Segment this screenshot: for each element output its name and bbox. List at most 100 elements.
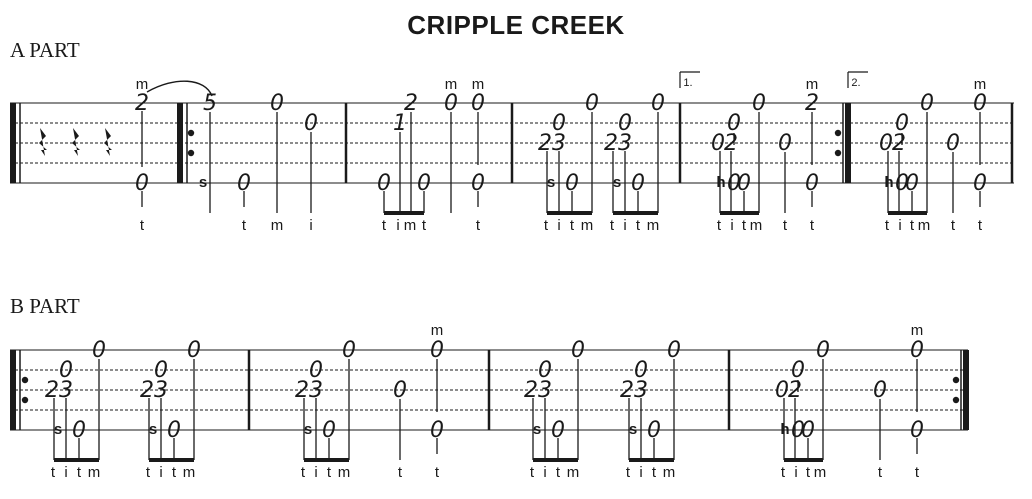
picking-finger: m bbox=[750, 217, 763, 234]
fret-number: 0 bbox=[444, 91, 458, 116]
fret-number: 0 bbox=[631, 171, 645, 196]
picking-finger: t bbox=[476, 217, 481, 234]
fret-number: 0 bbox=[270, 91, 284, 116]
fret-number: 0 bbox=[727, 171, 741, 196]
fret-number: 2 bbox=[805, 91, 819, 116]
picking-finger: t bbox=[140, 217, 145, 234]
fret-number: 0 bbox=[873, 378, 887, 403]
picking-finger: t bbox=[626, 464, 631, 481]
picking-finger: m bbox=[918, 217, 931, 234]
picking-finger: t bbox=[530, 464, 535, 481]
repeat-start-thick bbox=[10, 350, 16, 430]
fret-number: 0 bbox=[304, 111, 318, 136]
repeat-dot bbox=[187, 129, 195, 137]
fret-number: 0 bbox=[920, 91, 934, 116]
fret-number: 2 bbox=[295, 378, 309, 403]
picking-finger: t bbox=[556, 464, 561, 481]
fret-number: 3 bbox=[309, 378, 323, 403]
tie bbox=[146, 80, 213, 97]
fret-number: 0 bbox=[816, 338, 830, 363]
picking-finger: m bbox=[814, 464, 827, 481]
picking-finger: m bbox=[581, 217, 594, 234]
fret-number: 0 bbox=[187, 338, 201, 363]
fret-number: 0 bbox=[775, 378, 789, 403]
fret-number: 0 bbox=[910, 418, 924, 443]
fret-number: 0 bbox=[801, 418, 815, 443]
beam bbox=[784, 458, 823, 462]
fret-number: 3 bbox=[552, 131, 566, 156]
fret-number: 0 bbox=[377, 171, 391, 196]
picking-finger: m bbox=[567, 464, 580, 481]
technique-marker: s bbox=[149, 421, 157, 438]
picking-finger: i bbox=[396, 217, 399, 234]
fret-number: 5 bbox=[203, 91, 217, 116]
fret-number: 0 bbox=[737, 171, 751, 196]
technique-marker: h bbox=[716, 174, 725, 191]
repeat-end-thick bbox=[963, 350, 969, 430]
picking-finger: t bbox=[636, 217, 641, 234]
beam bbox=[547, 211, 592, 215]
picking-finger: t bbox=[301, 464, 306, 481]
fret-number: 0 bbox=[571, 338, 585, 363]
fretting-finger: m bbox=[431, 322, 444, 339]
fret-number: 0 bbox=[791, 358, 805, 383]
picking-finger: t bbox=[544, 217, 549, 234]
fret-number: 0 bbox=[154, 358, 168, 383]
fret-number: 0 bbox=[651, 91, 665, 116]
picking-finger: i bbox=[898, 217, 901, 234]
ending-number: 1. bbox=[683, 77, 692, 89]
fret-number: 0 bbox=[393, 378, 407, 403]
fret-number: 0 bbox=[791, 418, 805, 443]
fret-number: 0 bbox=[237, 171, 251, 196]
fret-number: 0 bbox=[618, 111, 632, 136]
fretting-finger: m bbox=[806, 76, 819, 93]
fret-number: 2 bbox=[604, 131, 618, 156]
picking-finger: t bbox=[717, 217, 722, 234]
fret-number: 0 bbox=[135, 171, 149, 196]
fret-number: 2 bbox=[404, 91, 418, 116]
fretting-finger: m bbox=[911, 322, 924, 339]
fret-number: 0 bbox=[905, 171, 919, 196]
technique-marker: s bbox=[613, 174, 621, 191]
fret-number: 0 bbox=[973, 91, 987, 116]
fret-number: 3 bbox=[618, 131, 632, 156]
fret-number: 0 bbox=[471, 91, 485, 116]
fret-number: 0 bbox=[727, 111, 741, 136]
beam bbox=[304, 458, 349, 462]
beam bbox=[384, 211, 424, 215]
fret-number: 0 bbox=[973, 171, 987, 196]
picking-finger: t bbox=[652, 464, 657, 481]
quarter-rest bbox=[39, 128, 47, 156]
beam bbox=[613, 211, 658, 215]
picking-finger: t bbox=[327, 464, 332, 481]
picking-finger: t bbox=[742, 217, 747, 234]
fret-number: 0 bbox=[585, 91, 599, 116]
part-label-a: A PART bbox=[10, 38, 80, 62]
repeat-dot bbox=[187, 149, 195, 157]
fret-number: 2 bbox=[135, 91, 149, 116]
fret-number: 0 bbox=[711, 131, 725, 156]
repeat-end-thick bbox=[845, 103, 851, 183]
fret-number: 3 bbox=[634, 378, 648, 403]
fret-number: 0 bbox=[778, 131, 792, 156]
picking-finger: t bbox=[810, 217, 815, 234]
repeat-dot bbox=[21, 396, 29, 404]
picking-finger: t bbox=[781, 464, 786, 481]
technique-marker: s bbox=[533, 421, 541, 438]
fretting-finger: m bbox=[136, 76, 149, 93]
fret-number: 3 bbox=[538, 378, 552, 403]
fret-number: 0 bbox=[538, 358, 552, 383]
picking-finger: t bbox=[610, 217, 615, 234]
fret-number: 0 bbox=[417, 171, 431, 196]
fret-number: 0 bbox=[634, 358, 648, 383]
fret-number: 0 bbox=[92, 338, 106, 363]
fret-number: 0 bbox=[551, 418, 565, 443]
picking-finger: t bbox=[915, 464, 920, 481]
repeat-start-thick bbox=[177, 103, 183, 183]
picking-finger: i bbox=[309, 217, 312, 234]
fret-number: 0 bbox=[895, 171, 909, 196]
quarter-rest bbox=[72, 128, 80, 156]
fret-number: 0 bbox=[946, 131, 960, 156]
picking-finger: t bbox=[978, 217, 983, 234]
picking-finger: m bbox=[271, 217, 284, 234]
